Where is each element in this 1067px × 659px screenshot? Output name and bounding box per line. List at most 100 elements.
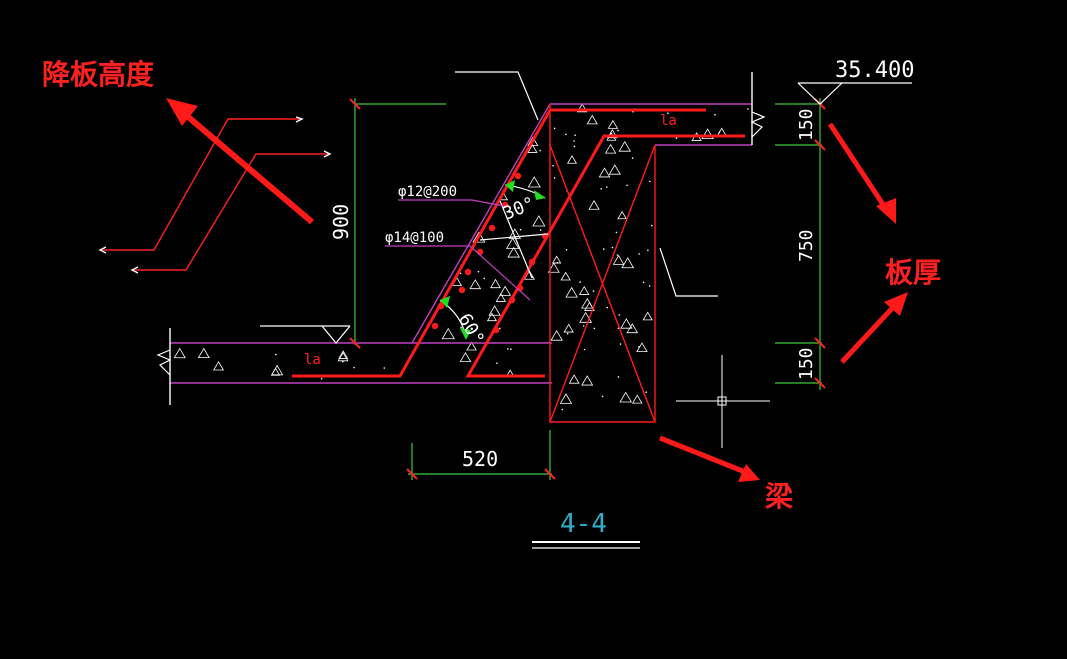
hatch-triangle [527,144,538,153]
hatch-triangle [598,167,611,178]
hatch-triangle [271,364,284,376]
hatch-dot [496,362,498,364]
hatch-triangle [560,271,571,281]
hatch-dot [638,253,640,255]
hatch-triangle [619,391,633,403]
rebar-dot [431,322,439,330]
hatch-dot [600,188,603,190]
annotation-arrows [166,98,908,482]
dimension-150-bottom: 150 [796,347,817,380]
hatch-triangle [636,342,648,352]
hatch-dot [552,164,554,167]
hatch-dot [617,129,619,132]
hatch-dot [603,248,605,250]
hatch-dot [593,327,596,330]
hatch-dot [460,326,462,329]
hatch-triangle [488,305,501,316]
dimension-520: 520 [462,447,498,471]
hatch-triangle [621,257,635,269]
hatch-triangle [550,329,563,341]
hatch-triangle [197,347,210,359]
hatch-triangle [559,393,573,404]
label-beam: 梁 [764,480,793,513]
hatch-triangle [508,228,522,239]
rebar-dots [431,172,549,334]
hatch-triangle [631,394,643,404]
hatch-dot [539,229,542,231]
hatch-triangle [588,199,600,210]
hatch-dot [631,157,634,159]
hatch-dot [606,186,608,188]
hatch-dot [675,137,678,139]
section-label: 4-4 [560,509,607,539]
rebar-dot [437,302,445,310]
hatch-dot [498,327,501,330]
texts: 降板高度 板厚 梁 35.400 900 150 750 150 520 φ12… [42,58,941,539]
hatch-triangle [620,318,633,329]
rebar-dot [488,224,496,232]
section-underline [532,541,640,549]
hatch-dot [611,246,614,249]
hatch-dot [616,254,619,256]
rebar-dot [528,258,536,266]
hatch-dot [553,127,556,130]
rebar-dot [492,326,500,334]
dimension-900: 900 [329,204,353,240]
hatch-dot [714,113,716,116]
hatch-dot [553,177,556,179]
hatch-triangle [581,375,594,386]
hatch-dot [648,285,651,287]
hatch-triangle [173,347,186,359]
hatch-dot [573,145,576,148]
hatch-dot [718,131,721,134]
hatch-triangle [507,246,520,258]
elevation-text: 35.400 [835,58,914,83]
label-slab-thickness: 板厚 [885,256,941,289]
hatch-dot [573,140,575,142]
hatch-dot [601,395,604,398]
hatch-dot [647,249,649,252]
hatch-dot [508,211,511,213]
hatch-triangle [701,128,714,140]
leader-lines [455,71,718,297]
elevation-marker [797,82,912,105]
hatch-dot [566,332,569,335]
slab-outline [169,72,753,405]
hatch-dot [583,348,586,351]
hatch-dot [618,314,620,316]
hatch-triangle [547,262,560,273]
hatch-dot [582,325,585,327]
hatch-triangle [578,285,590,295]
hatch-triangle [716,127,727,136]
hatch-dot [483,277,486,280]
rebar-lines [292,108,745,378]
hatch-dot [539,149,541,152]
hatch-triangle [612,254,625,265]
hatch-triangle [604,143,617,154]
rebar-dot [501,201,509,209]
anchorage-bottom: la [304,352,321,368]
angle-arrows [440,180,546,340]
hatch-triangle [505,237,520,249]
rebar-dot [514,172,522,180]
hatch-dot [648,180,651,183]
hatch-dot [667,112,669,115]
beam-outline [549,104,656,423]
anchorage-top: la [660,113,677,129]
hatch-triangle [527,176,541,188]
hatch-triangle [608,164,621,175]
dimension-150-top: 150 [796,108,817,141]
hatch-triangle [338,350,349,359]
hatch-dot [459,272,462,275]
hatch-triangle [495,293,507,302]
drop-height-marks [98,116,332,274]
hatch-dot [383,367,386,369]
hatch-dot [617,376,620,378]
rebar-label-lower: φ14@100 [385,230,444,246]
hatch-triangle [472,231,486,243]
hatch-dot [519,228,522,231]
hatch-triangle [579,311,593,323]
rebar-dot [464,268,472,276]
rebar-label-upper: φ12@200 [398,184,457,200]
angle-30: 30° [500,193,538,225]
